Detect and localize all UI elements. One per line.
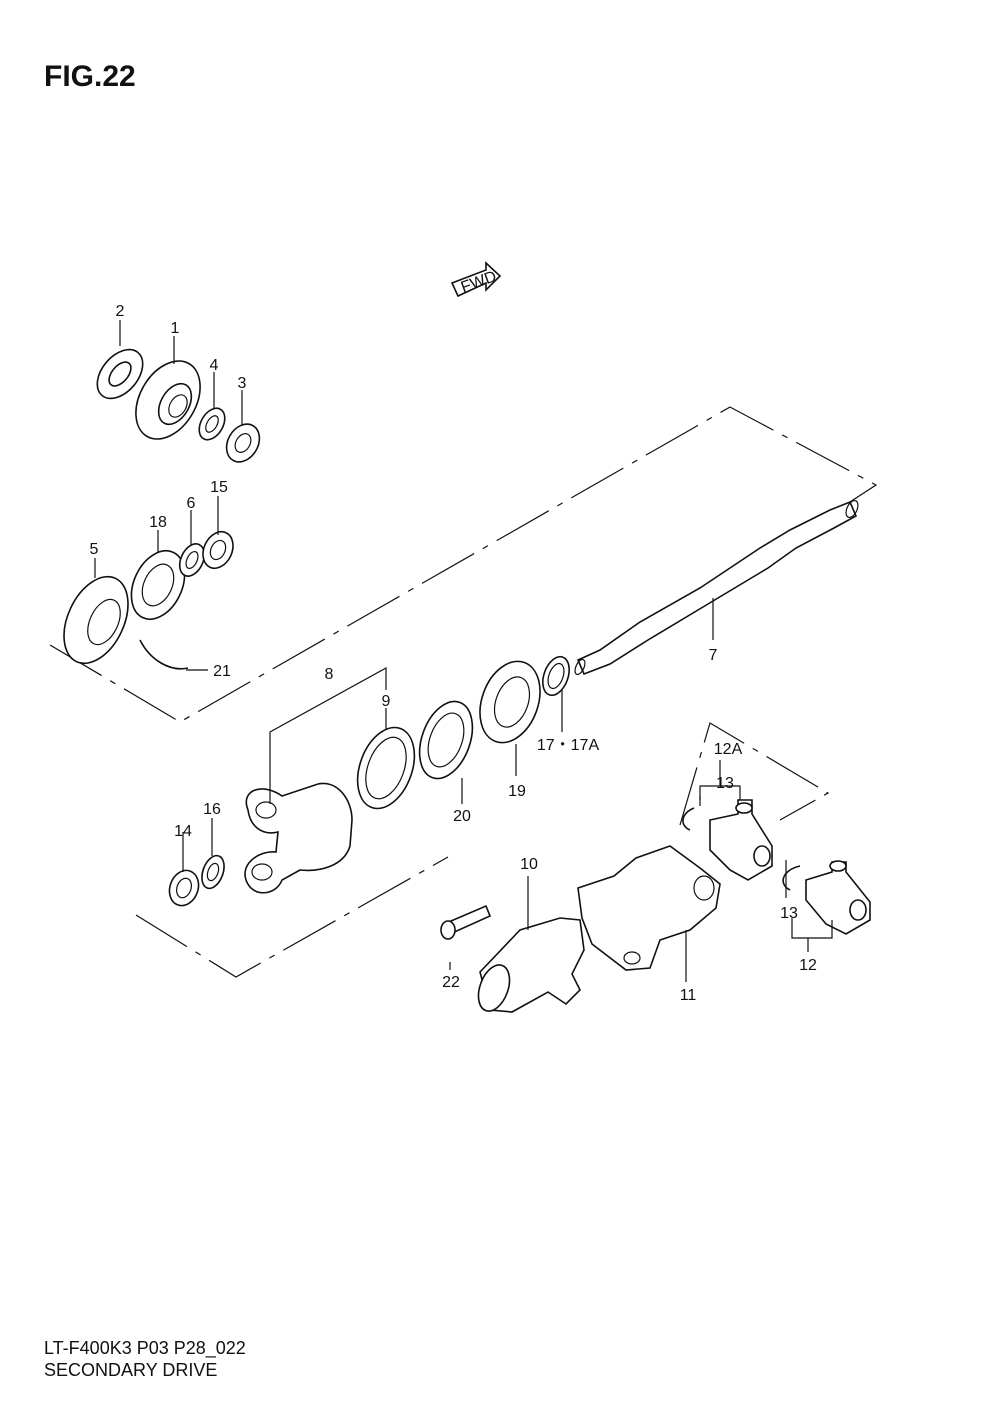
callout-12: 12 (799, 957, 817, 974)
part-5-bevel-gear (63, 575, 129, 665)
part-11-yoke (577, 845, 721, 971)
part-20-seal (418, 700, 474, 780)
part-1-bevel-gear (135, 360, 201, 440)
part-6-washer (178, 543, 206, 577)
callout-16: 16 (203, 801, 221, 818)
callout-9: 9 (382, 693, 391, 710)
callout-21: 21 (213, 663, 231, 680)
lower-group-frame (135, 856, 449, 978)
part-14-nut (168, 869, 200, 907)
footer-model-code: LT-F400K3 P03 P28_022 (44, 1338, 246, 1358)
callout-7: 7 (709, 647, 718, 664)
lower-right-frame (679, 722, 830, 826)
callout-1: 1 (171, 320, 180, 337)
part-7-shaft (574, 499, 859, 676)
callout-10: 10 (520, 856, 538, 873)
part-13-circlip-upper (682, 807, 695, 831)
callout-20: 20 (453, 808, 471, 825)
part-3-nut (225, 423, 261, 463)
callout-11: 11 (680, 987, 697, 1004)
callout-19: 19 (508, 783, 526, 800)
part-4-washer (198, 407, 226, 441)
part-13-circlip-lower (782, 865, 801, 891)
callout-17-17a: 17・17A (537, 737, 600, 754)
part-9-seal (356, 726, 416, 810)
part-2-washer (96, 348, 144, 400)
part-21-circlip (139, 639, 189, 670)
part-8-yoke (244, 782, 353, 894)
part-22-bolt (440, 904, 492, 940)
figure-title: FIG.22 (44, 60, 136, 93)
part-18-bearing (130, 550, 186, 620)
part-10-flange (477, 917, 585, 1013)
callout-18: 18 (149, 514, 167, 531)
callout-12a: 12A (714, 741, 743, 758)
part-17-ring (542, 655, 570, 697)
callout-22: 22 (442, 974, 460, 991)
part-12-universal-joint (805, 860, 871, 935)
leader-lines (94, 320, 833, 982)
callout-8: 8 (325, 666, 334, 683)
fwd-arrow-icon: FWD (450, 261, 502, 298)
part-19-bearing (479, 660, 541, 744)
fwd-label: FWD (459, 268, 499, 296)
callout-6: 6 (187, 495, 196, 512)
callout-2: 2 (116, 303, 125, 320)
callout-5: 5 (90, 541, 99, 558)
part-15-nut (202, 530, 234, 570)
callout-4: 4 (210, 357, 219, 374)
part-16-washer (201, 854, 225, 890)
callout-14: 14 (174, 823, 192, 840)
footer-section-name: SECONDARY DRIVE (44, 1360, 218, 1380)
part-12a-universal-joint (709, 799, 773, 881)
callout-13-upper: 13 (716, 775, 734, 792)
callout-3: 3 (238, 375, 247, 392)
callout-13-lower: 13 (780, 905, 798, 922)
callout-15: 15 (210, 479, 228, 496)
